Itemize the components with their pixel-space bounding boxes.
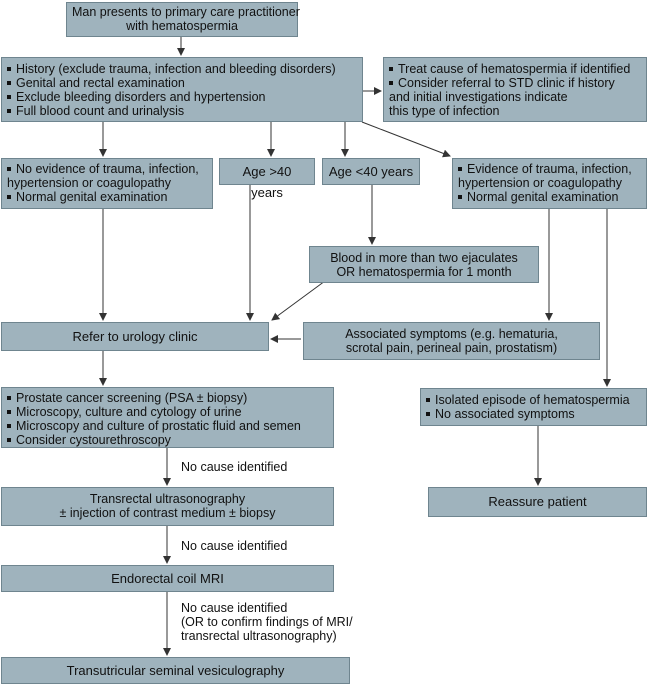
reassure-box: Reassure patient [428,487,647,517]
refer-box: Refer to urology clinic [1,322,269,351]
prostate-item: Microscopy, culture and cytology of urin… [7,405,328,419]
evidence-item: Evidence of trauma, infection, [458,162,641,176]
evidence-item: Normal genital examination [458,190,641,204]
no-cause-3-line-3: transrectal ultrasonography) [181,629,337,643]
vesiculography-box: Transutricular seminal vesiculography [1,657,350,684]
age-over-40-label: Age >40 years [242,164,292,200]
no-evidence-box: No evidence of trauma, infection, hypert… [1,158,213,209]
history-item: Genital and rectal examination [7,76,357,90]
history-item: History (exclude trauma, infection and b… [7,62,357,76]
refer-label: Refer to urology clinic [72,329,198,344]
no-cause-3-line-1: No cause identified [181,601,288,615]
start-box: Man presents to primary care practitione… [66,2,300,37]
no-cause-label-1: No cause identified [181,460,288,474]
blood-box: Blood in more than two ejaculates OR hem… [309,246,539,283]
treat-line-3: and initial investigations indicate [389,90,568,104]
start-line-2: with hematospermia [126,19,238,33]
evidence-box: Evidence of trauma, infection, hypertens… [452,158,647,209]
no-evidence-item: Normal genital examination [7,190,207,204]
trus-line-2: ± injection of contrast medium ± biopsy [59,506,276,520]
no-cause-3-line-2: (OR to confirm findings of MRI/ [181,615,353,629]
vesiculography-label: Transutricular seminal vesiculography [66,663,285,678]
treat-line-4: this type of infection [389,104,500,118]
no-evidence-line-2: hypertension or coagulopathy [7,176,172,190]
isolated-item: Isolated episode of hematospermia [426,393,641,407]
associated-line-2: scrotal pain, perineal pain, prostatism) [345,341,558,355]
no-evidence-item: No evidence of trauma, infection, [7,162,207,176]
age-under-40-label: Age <40 years [328,164,414,179]
trus-box: Transrectal ultrasonography ± injection … [1,487,334,526]
treat-item: Treat cause of hematospermia if identifi… [389,62,641,76]
age-over-40-box: Age >40 years [219,158,315,200]
evidence-line-2: hypertension or coagulopathy [458,176,623,190]
history-box: History (exclude trauma, infection and b… [1,57,363,122]
prostate-item: Consider cystourethroscopy [7,433,328,447]
prostate-box: Prostate cancer screening (PSA ± biopsy)… [1,387,334,448]
mri-box: Endorectal coil MRI [1,565,334,592]
mri-label: Endorectal coil MRI [111,571,224,586]
isolated-box: Isolated episode of hematospermia No ass… [420,388,647,426]
history-item: Full blood count and urinalysis [7,104,357,118]
associated-box: Associated symptoms (e.g. hematuria, scr… [303,322,600,360]
start-line-1: Man presents to primary care practitione… [72,5,300,19]
no-cause-label-2: No cause identified [181,539,288,553]
treat-box: Treat cause of hematospermia if identifi… [383,57,647,122]
prostate-item: Microscopy and culture of prostatic flui… [7,419,328,433]
isolated-item: No associated symptoms [426,407,641,421]
trus-line-1: Transrectal ultrasonography [89,492,246,506]
no-cause-label-3: No cause identified (OR to confirm findi… [181,601,353,643]
arrow-blood-to-refer [271,280,326,321]
blood-line-2: OR hematospermia for 1 month [336,265,512,279]
reassure-label: Reassure patient [488,494,587,509]
arrow-history-to-evidence [361,121,451,158]
history-item: Exclude bleeding disorders and hypertens… [7,90,357,104]
associated-line-1: Associated symptoms (e.g. hematuria, [345,327,558,341]
treat-item: Consider referral to STD clinic if histo… [389,76,641,90]
prostate-item: Prostate cancer screening (PSA ± biopsy) [7,391,328,405]
blood-line-1: Blood in more than two ejaculates [330,251,518,265]
age-under-40-box: Age <40 years [322,158,420,185]
